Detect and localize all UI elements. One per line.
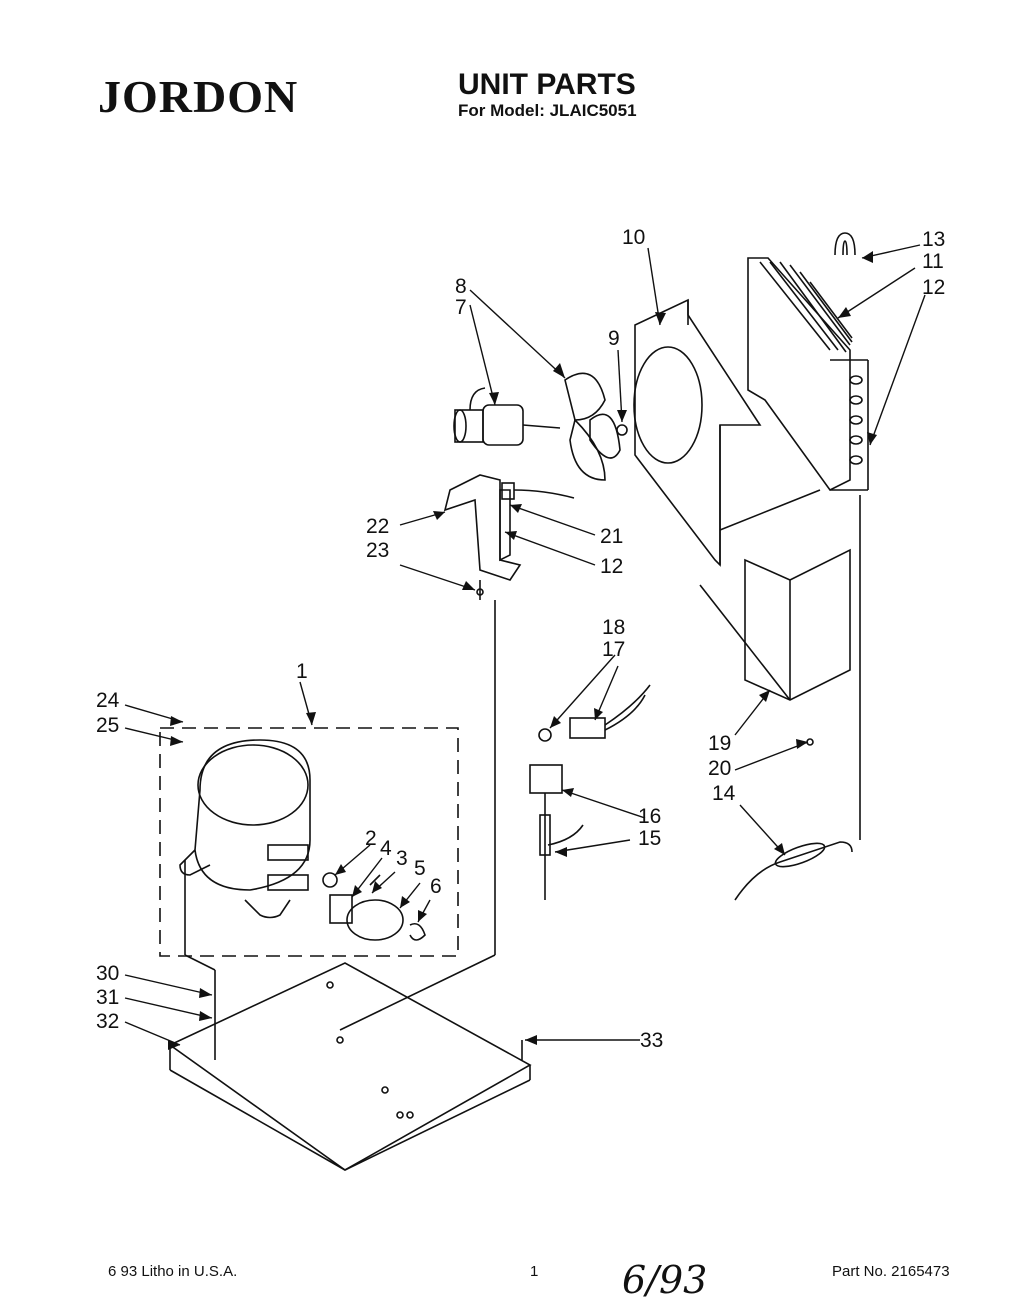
condenser-shroud — [633, 298, 821, 567]
callout-1: 1 — [296, 660, 308, 683]
callout-16: 16 — [638, 805, 661, 828]
condenser-coil — [747, 232, 869, 492]
callout-9: 9 — [608, 327, 620, 350]
fan-blade — [564, 372, 628, 481]
callout-30: 30 — [96, 962, 119, 985]
drain-heater-assembly — [529, 684, 651, 900]
callout-13: 13 — [922, 228, 945, 251]
callout-23: 23 — [366, 539, 389, 562]
callout-15: 15 — [638, 827, 661, 850]
motor-connector — [501, 482, 575, 500]
callout-7: 7 — [455, 296, 467, 319]
callout-18: 18 — [602, 616, 625, 639]
callout-21: 21 — [600, 525, 623, 548]
callout-25: 25 — [96, 714, 119, 737]
overload-relay-parts — [322, 872, 426, 941]
filter-drier — [734, 495, 861, 901]
handwritten-date: 6/93 — [622, 1258, 708, 1302]
part-number: Part No. 2165473 — [832, 1263, 950, 1280]
callout-6: 6 — [430, 875, 442, 898]
callout-33: 33 — [640, 1029, 663, 1052]
compressor-assembly-outline — [159, 727, 459, 957]
model-subtitle: For Model: JLAIC5051 — [458, 101, 637, 120]
callout-4: 4 — [380, 837, 392, 860]
baffle-panel — [744, 548, 851, 746]
compressor — [179, 739, 311, 919]
callout-2: 2 — [365, 827, 377, 850]
print-date: 6 93 Litho in U.S.A. — [108, 1263, 238, 1280]
callout-12a: 12 — [922, 276, 945, 299]
callout-12b: 12 — [600, 555, 623, 578]
fan-motor — [453, 387, 561, 446]
callout-8: 8 — [455, 275, 467, 298]
callout-3: 3 — [396, 847, 408, 870]
page-title: UNIT PARTS — [458, 68, 636, 101]
callout-24: 24 — [96, 689, 120, 712]
callout-31: 31 — [96, 986, 119, 1009]
callout-10: 10 — [622, 226, 645, 249]
callout-19: 19 — [708, 732, 731, 755]
callout-22: 22 — [366, 515, 389, 538]
callout-17: 17 — [602, 638, 625, 661]
motor-bracket — [443, 474, 522, 600]
callout-32: 32 — [96, 1010, 119, 1033]
base-panel — [168, 962, 532, 1171]
callout-5: 5 — [414, 857, 426, 880]
callout-11: 11 — [922, 250, 944, 273]
page-number: 1 — [530, 1263, 539, 1280]
brand-logo: JORDON — [98, 71, 299, 122]
callout-20: 20 — [708, 757, 731, 780]
callout-14: 14 — [712, 782, 736, 805]
